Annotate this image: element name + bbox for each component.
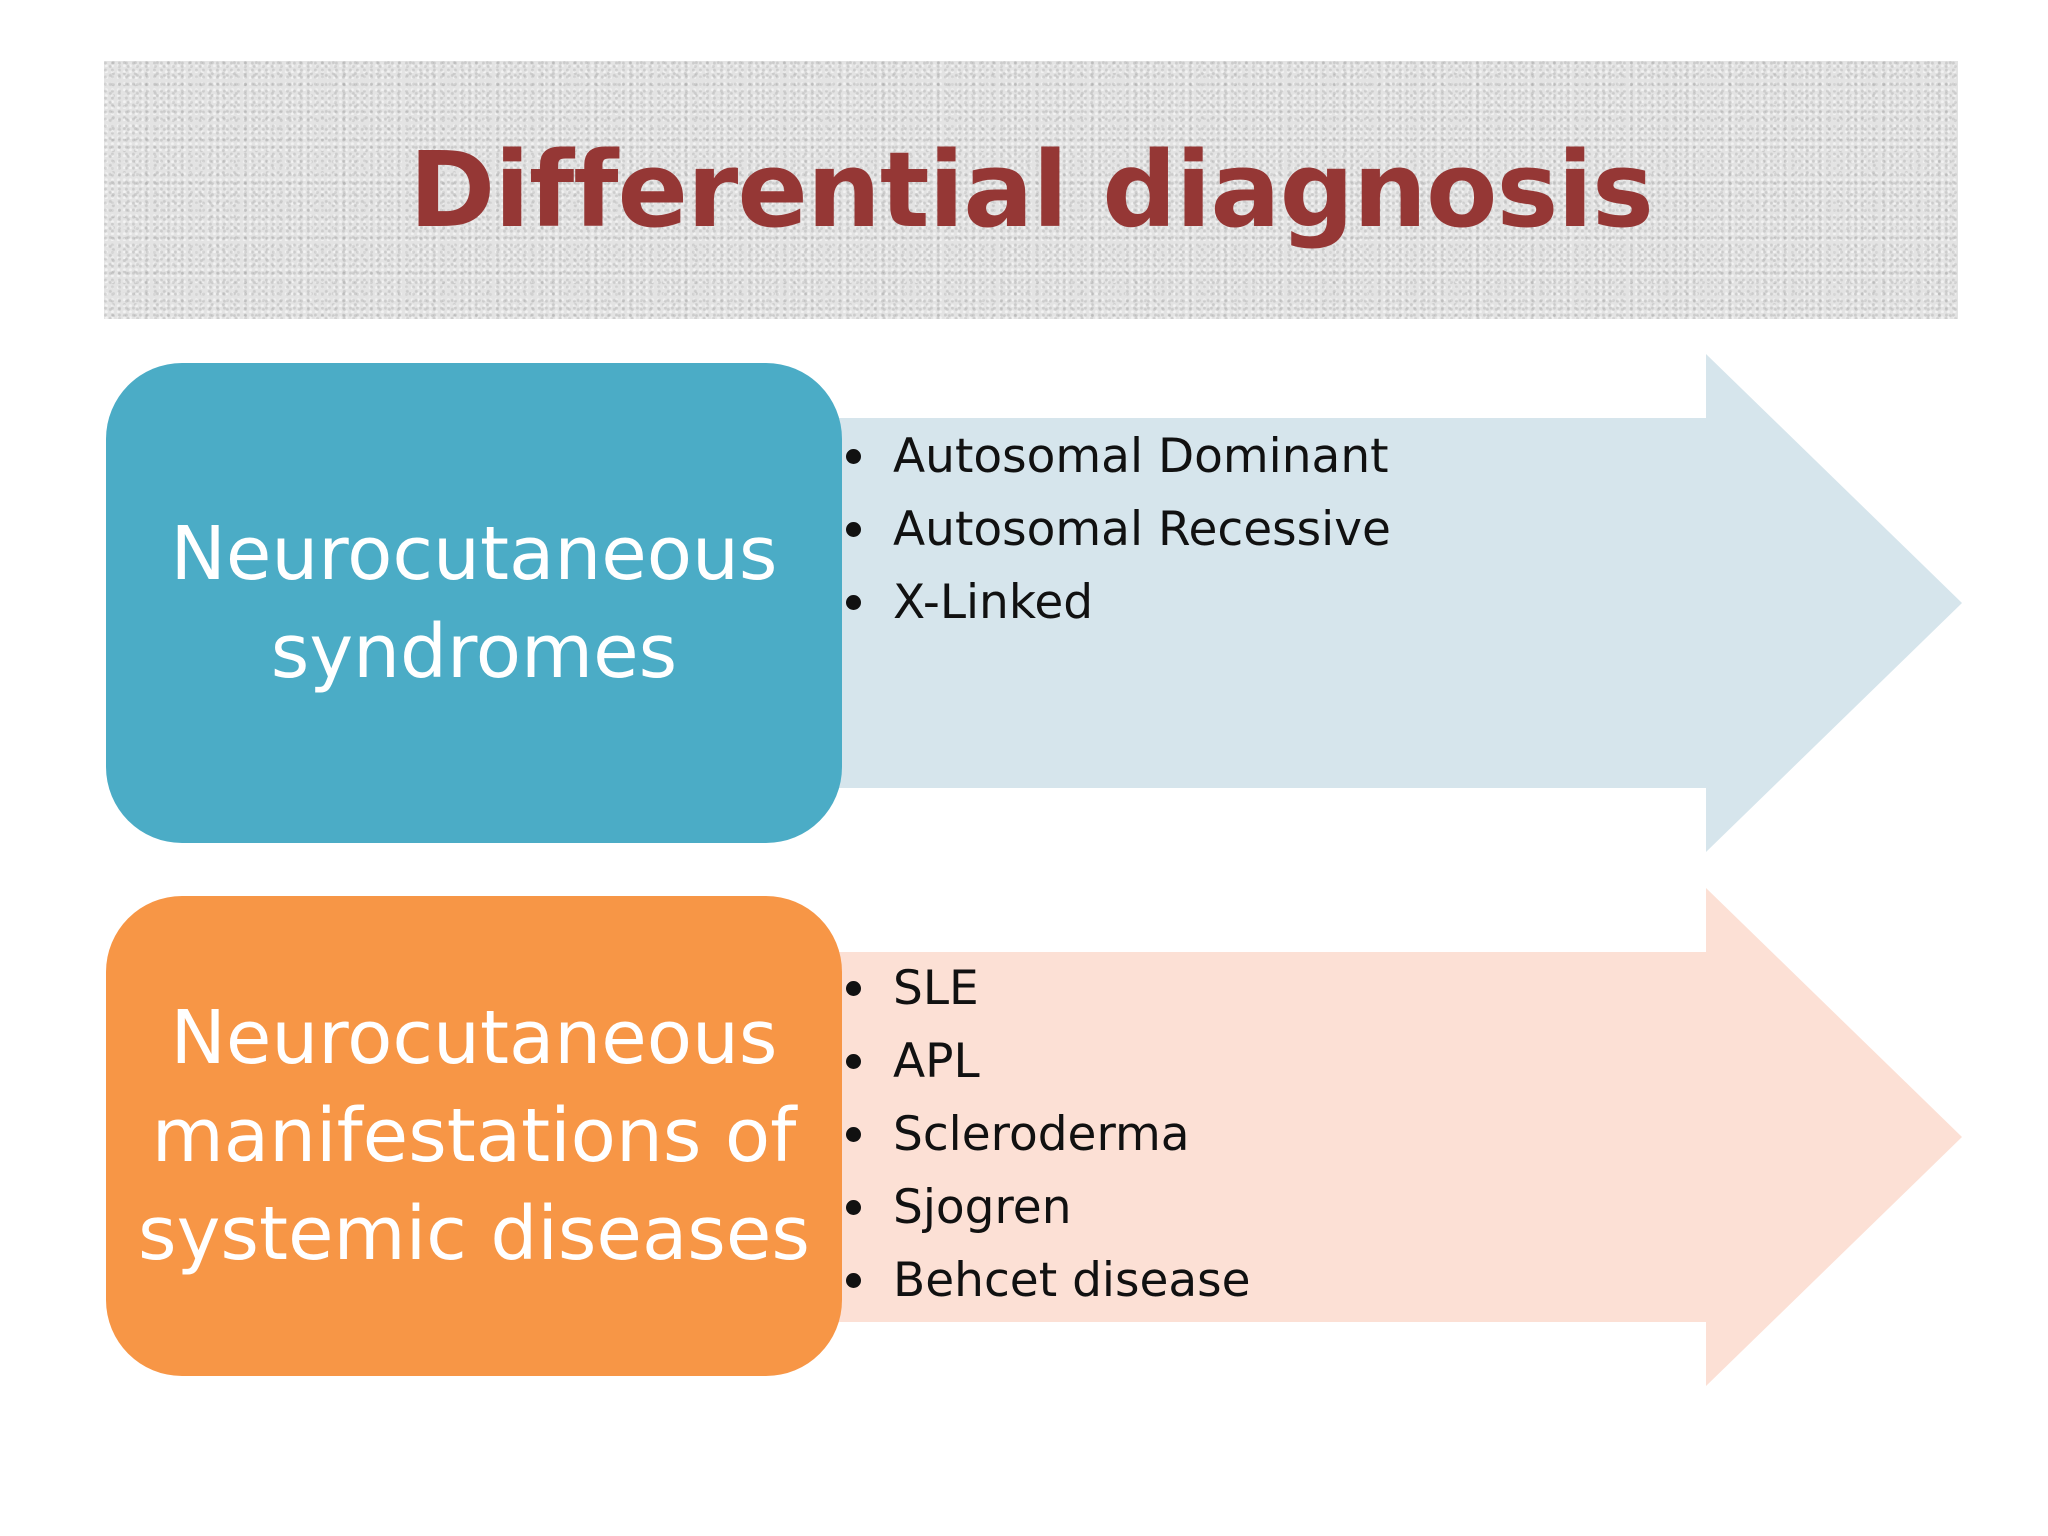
list-item: SLE [846,952,1251,1025]
bullet-icon [846,1127,861,1142]
list-item-text: Autosomal Recessive [893,502,1391,557]
category-label-line: systemic diseases [138,1191,810,1277]
category-box-syndromes: Neurocutaneous syndromes [106,363,842,843]
bullet-icon [846,595,861,610]
list-item: Sjogren [846,1171,1251,1244]
bullet-list-syndromes: Autosomal Dominant Autosomal Recessive X… [846,420,1391,639]
bullet-icon [846,1200,861,1215]
list-item: Scleroderma [846,1098,1251,1171]
bullet-icon [846,449,861,464]
title-banner: Differential diagnosis [104,61,1958,319]
bullet-icon [846,1054,861,1069]
arrow-systemic-diseases [820,888,1962,1386]
bullet-icon [846,1273,861,1288]
list-item: APL [846,1025,1251,1098]
category-box-systemic-diseases: Neurocutaneous manifestations of systemi… [106,896,842,1376]
slide-title: Differential diagnosis [409,129,1654,251]
arrow-syndromes [820,354,1962,852]
list-item: Autosomal Dominant [846,420,1391,493]
list-item-text: Sjogren [893,1180,1072,1235]
arrow-shape-syndromes [820,354,1962,852]
category-label-line: Neurocutaneous [170,511,778,597]
list-item-text: SLE [893,961,979,1016]
list-item-text: Scleroderma [893,1107,1190,1162]
category-label-line: manifestations of [151,1093,797,1179]
list-item: Behcet disease [846,1244,1251,1317]
list-item-text: X-Linked [893,575,1094,630]
list-item-text: APL [893,1034,980,1089]
list-item-text: Autosomal Dominant [893,429,1389,484]
list-item-text: Behcet disease [893,1253,1251,1308]
bullet-icon [846,981,861,996]
bullet-icon [846,522,861,537]
arrow-shape-systemic-diseases [820,888,1962,1386]
bullet-list-systemic-diseases: SLE APL Scleroderma Sjogren Behcet disea… [846,952,1251,1317]
category-label-line: syndromes [270,609,678,695]
category-label-line: Neurocutaneous [170,995,778,1081]
list-item: Autosomal Recessive [846,493,1391,566]
list-item: X-Linked [846,566,1391,639]
